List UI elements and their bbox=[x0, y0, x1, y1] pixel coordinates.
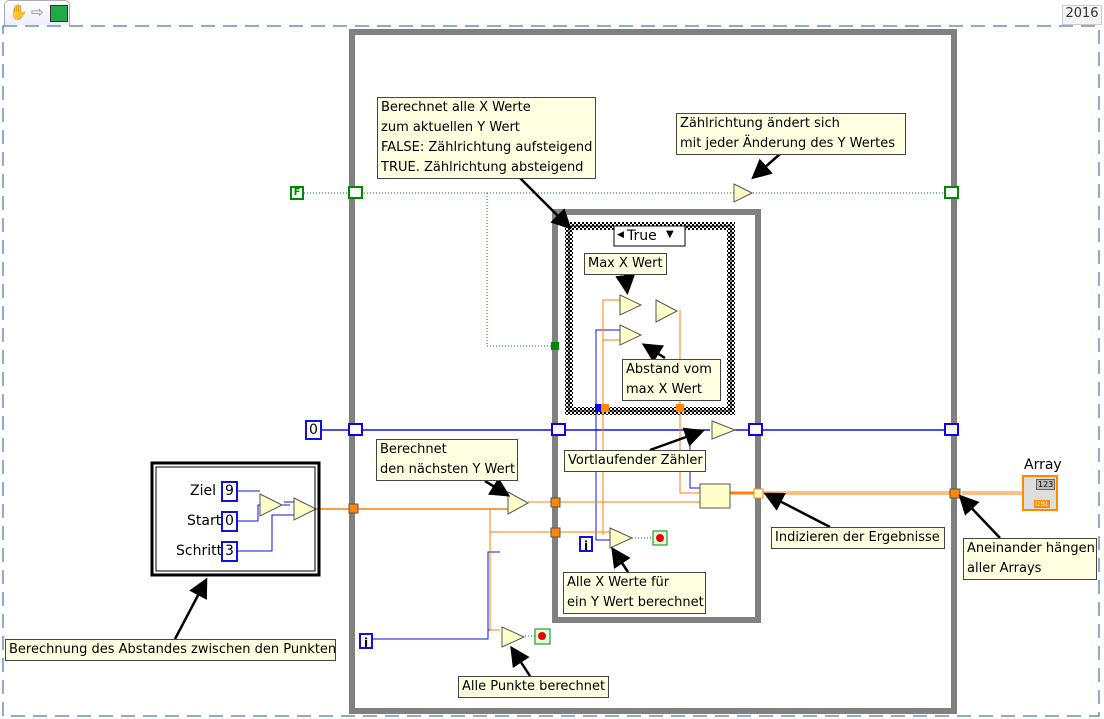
schritt-input[interactable]: 3 bbox=[221, 541, 238, 562]
false-constant[interactable]: F bbox=[290, 186, 304, 200]
functions bbox=[259, 183, 754, 648]
comment-indizieren: Indizieren der Ergebnisse bbox=[771, 527, 945, 549]
diagram-border bbox=[2, 25, 1100, 717]
start-label: Start bbox=[187, 513, 222, 529]
shift-register-left-bool bbox=[348, 186, 363, 199]
ziel-label: Ziel bbox=[190, 483, 216, 499]
case-prev-icon[interactable]: ◀ bbox=[617, 230, 624, 240]
labview-version: 2016 bbox=[1062, 5, 1102, 25]
multiply-function[interactable] bbox=[619, 324, 643, 346]
for-loop[interactable] bbox=[552, 209, 761, 623]
case-dropdown-icon[interactable]: ▼ bbox=[666, 229, 674, 240]
shift-register-left bbox=[348, 423, 363, 436]
while-loop[interactable] bbox=[349, 29, 957, 714]
array-format: 123 bbox=[1036, 479, 1056, 490]
input-cluster-box bbox=[150, 461, 321, 577]
case-selector[interactable] bbox=[613, 225, 686, 247]
divide-function[interactable] bbox=[293, 497, 318, 521]
comment-max-x: Max X Wert bbox=[584, 253, 667, 275]
array-indicator[interactable]: 123 DBL bbox=[1022, 475, 1058, 511]
comment-arrows bbox=[173, 153, 1001, 677]
build-array-function[interactable] bbox=[699, 483, 731, 509]
zero-constant[interactable]: 0 bbox=[305, 420, 322, 440]
case-selector-value[interactable]: True bbox=[627, 228, 657, 244]
not-function[interactable] bbox=[733, 183, 754, 203]
schritt-label: Schritt bbox=[176, 543, 223, 559]
run-arrow-icon[interactable]: ⇨ bbox=[31, 3, 44, 21]
equal-function-y[interactable] bbox=[501, 626, 526, 648]
comment-abstand-punkte: Berechnung des Abstandes zwischen den Pu… bbox=[5, 639, 336, 661]
iteration-terminal-while: i bbox=[359, 633, 373, 650]
toolbar-tab: ✋ ⇨ bbox=[4, 0, 70, 25]
array-type: DBL bbox=[1034, 500, 1051, 508]
subtract-function-ziel[interactable] bbox=[259, 493, 284, 517]
shift-register-right-bool bbox=[944, 186, 959, 199]
shift-register-right bbox=[944, 423, 959, 436]
comment-zaehler: Vortlaufender Zähler bbox=[564, 450, 706, 472]
start-input[interactable]: 0 bbox=[221, 511, 238, 532]
comment-alle-punkte: Alle Punkte berechnet bbox=[458, 676, 609, 698]
equal-function-x[interactable] bbox=[609, 527, 634, 549]
tunnels bbox=[348, 186, 961, 645]
vi-icon bbox=[50, 5, 68, 22]
increment-function[interactable] bbox=[711, 420, 737, 440]
hand-tool-icon[interactable]: ✋ bbox=[9, 3, 28, 21]
iteration-terminal-for: i bbox=[579, 536, 593, 553]
multiply-function-y[interactable] bbox=[507, 491, 530, 515]
square-function[interactable] bbox=[619, 294, 643, 316]
ziel-input[interactable]: 9 bbox=[221, 481, 238, 502]
subtract-function[interactable] bbox=[655, 299, 679, 323]
array-label: Array bbox=[1024, 457, 1062, 473]
